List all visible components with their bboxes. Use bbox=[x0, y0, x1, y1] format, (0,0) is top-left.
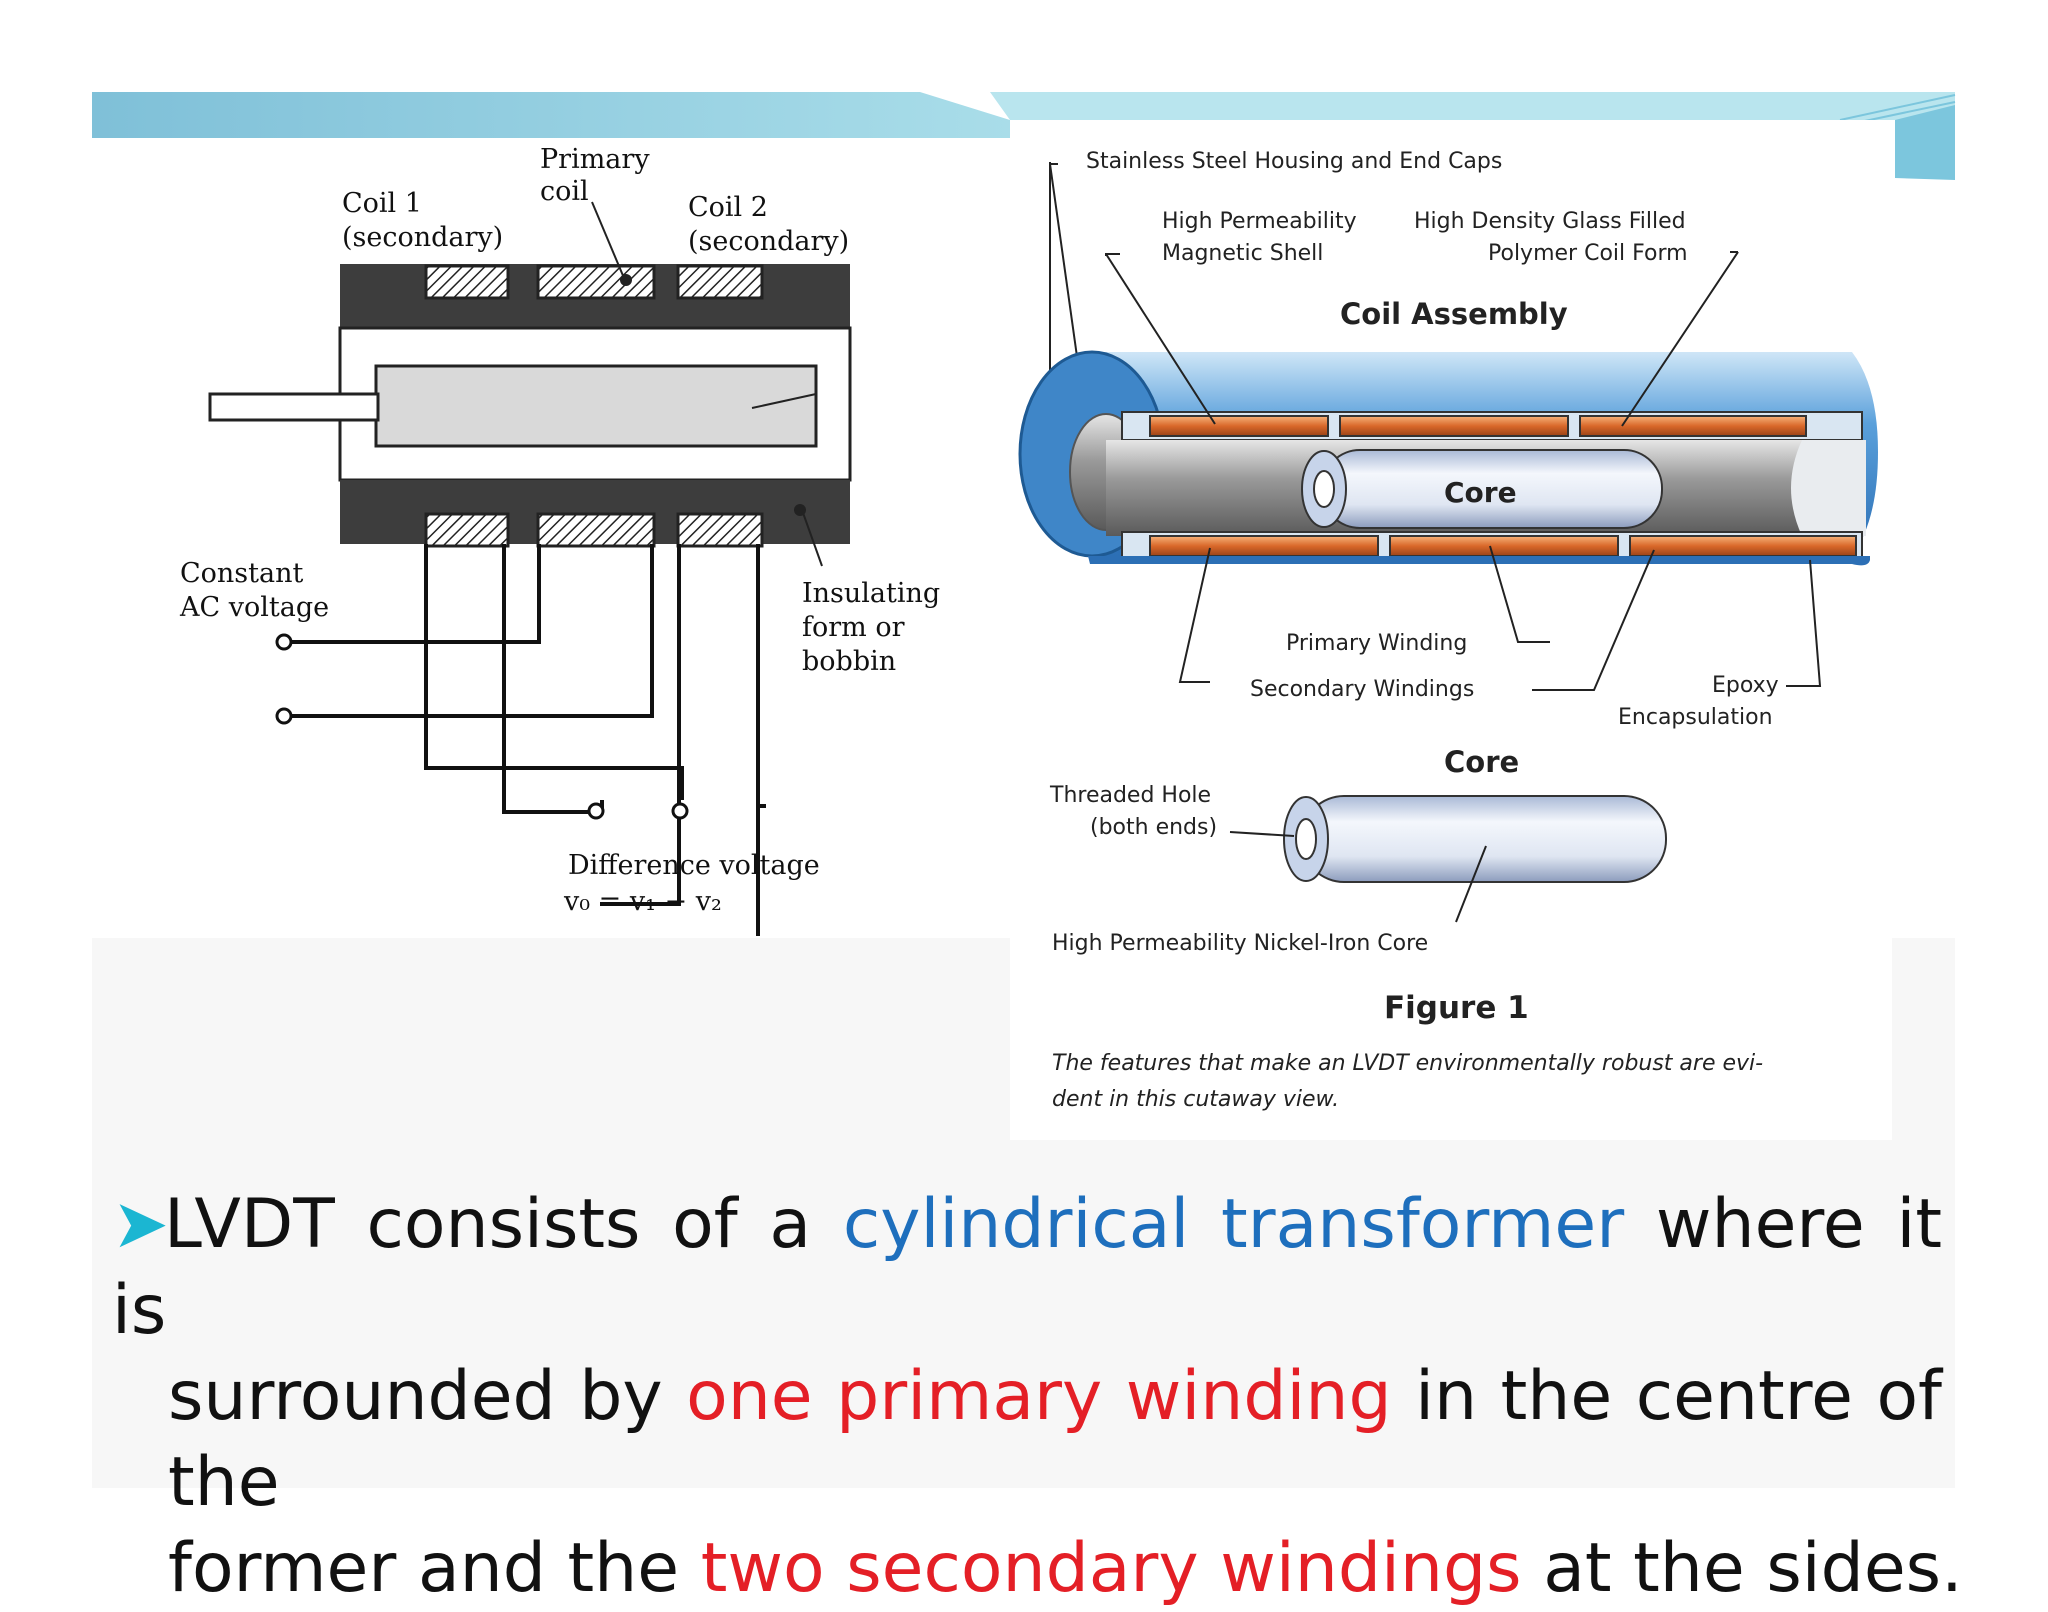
shell-label-2: Magnetic Shell bbox=[1162, 241, 1323, 266]
core-title: Core bbox=[1444, 745, 1519, 779]
epoxy-label-2: Encapsulation bbox=[1618, 705, 1773, 730]
primary-winding-bottom bbox=[1389, 535, 1619, 557]
highlight-secondary-windings: two secondary windings bbox=[700, 1529, 1522, 1608]
caption-line-1: The features that make an LVDT environme… bbox=[1052, 1051, 1763, 1076]
core-rod bbox=[208, 392, 380, 422]
epoxy-label-1: Epoxy bbox=[1712, 673, 1779, 698]
text-run: LVDT consists of a bbox=[164, 1185, 843, 1264]
secondary-winding-bottom-1 bbox=[1149, 535, 1379, 557]
secondary-winding-top-2 bbox=[1579, 415, 1807, 437]
text-run: in the centre of the bbox=[168, 1357, 1942, 1522]
coil-form-label-2: Polymer Coil Form bbox=[1488, 241, 1688, 266]
bullet-line-3: former and the two secondary windings at… bbox=[112, 1526, 1963, 1612]
shell-label-1: High Permeability bbox=[1162, 209, 1357, 234]
bullet-paragraph: ➤LVDT consists of a cylindrical transfor… bbox=[112, 1182, 1963, 1612]
lvdt-schematic: Primary coil Coil 1 (secondary) Coil 2 (… bbox=[92, 138, 1012, 938]
primary-coil-top bbox=[536, 264, 656, 300]
coil1-bottom bbox=[424, 512, 510, 548]
coil-assembly-title: Coil Assembly bbox=[1340, 297, 1568, 331]
core-standalone bbox=[1301, 795, 1667, 883]
secondary-winding-bottom-2 bbox=[1629, 535, 1857, 557]
bullet-line-1: ➤LVDT consists of a cylindrical transfor… bbox=[112, 1182, 1942, 1354]
constant-ac-label-2: AC voltage bbox=[179, 592, 329, 623]
secondary-winding-top-1 bbox=[1149, 415, 1329, 437]
text-run: former and the bbox=[168, 1529, 701, 1608]
coil2-label-1: Coil 2 bbox=[688, 192, 768, 223]
primary-coil-label-1: Primary bbox=[540, 144, 650, 175]
core-label: Core bbox=[1444, 476, 1517, 509]
text-run: at the sides. bbox=[1521, 1529, 1963, 1608]
housing-label: Stainless Steel Housing and End Caps bbox=[1086, 149, 1502, 174]
insulating-label-2: form or bbox=[802, 612, 905, 643]
insulating-label-3: bobbin bbox=[802, 646, 896, 677]
highlight-primary-winding: one primary winding bbox=[686, 1357, 1392, 1436]
coil2-bottom bbox=[676, 512, 764, 548]
coil1-top bbox=[424, 264, 510, 300]
insulating-label-1: Insulating bbox=[802, 578, 940, 609]
primary-coil-label-2: coil bbox=[540, 176, 589, 207]
highlight-cylindrical-transformer: cylindrical transformer bbox=[842, 1185, 1625, 1264]
threaded-hole-label-2: (both ends) bbox=[1090, 815, 1217, 840]
primary-coil-bottom bbox=[536, 512, 656, 548]
core bbox=[374, 364, 818, 448]
bullet-line-2: surrounded by one primary winding in the… bbox=[112, 1354, 1942, 1526]
difference-equation: v₀ = v₁ − v₂ bbox=[563, 886, 722, 917]
primary-winding-label: Primary Winding bbox=[1286, 631, 1467, 656]
difference-voltage-label: Difference voltage bbox=[568, 850, 820, 881]
threaded-hole-label-1: Threaded Hole bbox=[1049, 783, 1211, 808]
bullet-arrow-icon: ➤ bbox=[112, 1185, 169, 1264]
coil1-label-2: (secondary) bbox=[342, 222, 503, 253]
header-band bbox=[92, 92, 1956, 180]
caption-line-2: dent in this cutaway view. bbox=[1052, 1087, 1339, 1112]
coil-form-label-1: High Density Glass Filled bbox=[1414, 209, 1686, 234]
text-run: surrounded by bbox=[168, 1357, 687, 1436]
nickel-iron-core-label: High Permeability Nickel-Iron Core bbox=[1052, 931, 1428, 956]
text-run: where it is bbox=[112, 1185, 1942, 1350]
lvdt-cutaway: Stainless Steel Housing and End Caps Hig… bbox=[1010, 120, 1892, 1140]
coil2-label-2: (secondary) bbox=[688, 226, 849, 257]
secondary-windings-label: Secondary Windings bbox=[1250, 677, 1474, 702]
coil2-top bbox=[676, 264, 764, 300]
figure-title: Figure 1 bbox=[1384, 990, 1529, 1026]
coil1-label-1: Coil 1 bbox=[342, 188, 422, 219]
primary-winding-top bbox=[1339, 415, 1569, 437]
constant-ac-label-1: Constant bbox=[180, 558, 303, 589]
